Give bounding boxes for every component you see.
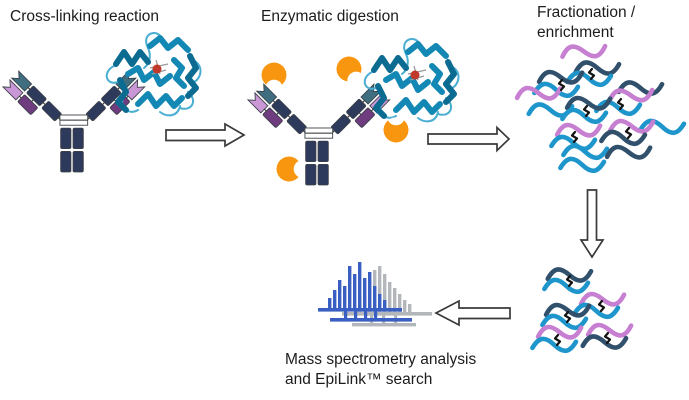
fractionation-step-text-line2: enrichment [537,23,614,41]
digestion-step-label: Enzymatic digestion [261,7,399,27]
antibody-icon [248,84,390,185]
peptide-pool [516,39,685,176]
ms-analysis-step-text-line2: and EpiLink™ search [285,370,433,388]
crosslink-connector [624,126,633,140]
crosslinking-step-label: Cross-linking reaction [10,7,159,27]
block-arrow-down-icon [579,189,605,259]
protein-structure-icon [365,39,459,121]
peptide-strand [561,39,607,64]
ms-analysis-step-label: Mass spectrometry analysis and EpiLink™ … [285,350,476,389]
peptide-strand [527,99,573,121]
crosslinked-peptides [531,264,632,356]
crosslinking-step-text: Cross-linking reaction [10,8,160,25]
ms-analysis-step-text-line1: Mass spectrometry analysis [285,351,477,368]
spectrum-layer-blue-back [330,308,412,322]
mass-spectrum-icon [318,262,432,327]
enzyme-icon [332,52,372,95]
block-arrow-right-icon [427,125,511,153]
spectrum-layer-blue [318,262,402,312]
block-arrow-left-icon [434,299,511,327]
block-arrow-right-icon [165,122,246,148]
fractionation-step-label: Fractionation / enrichment [537,3,635,42]
fractionation-step-text-line1: Fractionation / [537,4,636,21]
digestion-step-text: Enzymatic digestion [261,8,399,25]
protein-structure-icon [107,33,201,115]
peptide-strand [617,77,663,99]
